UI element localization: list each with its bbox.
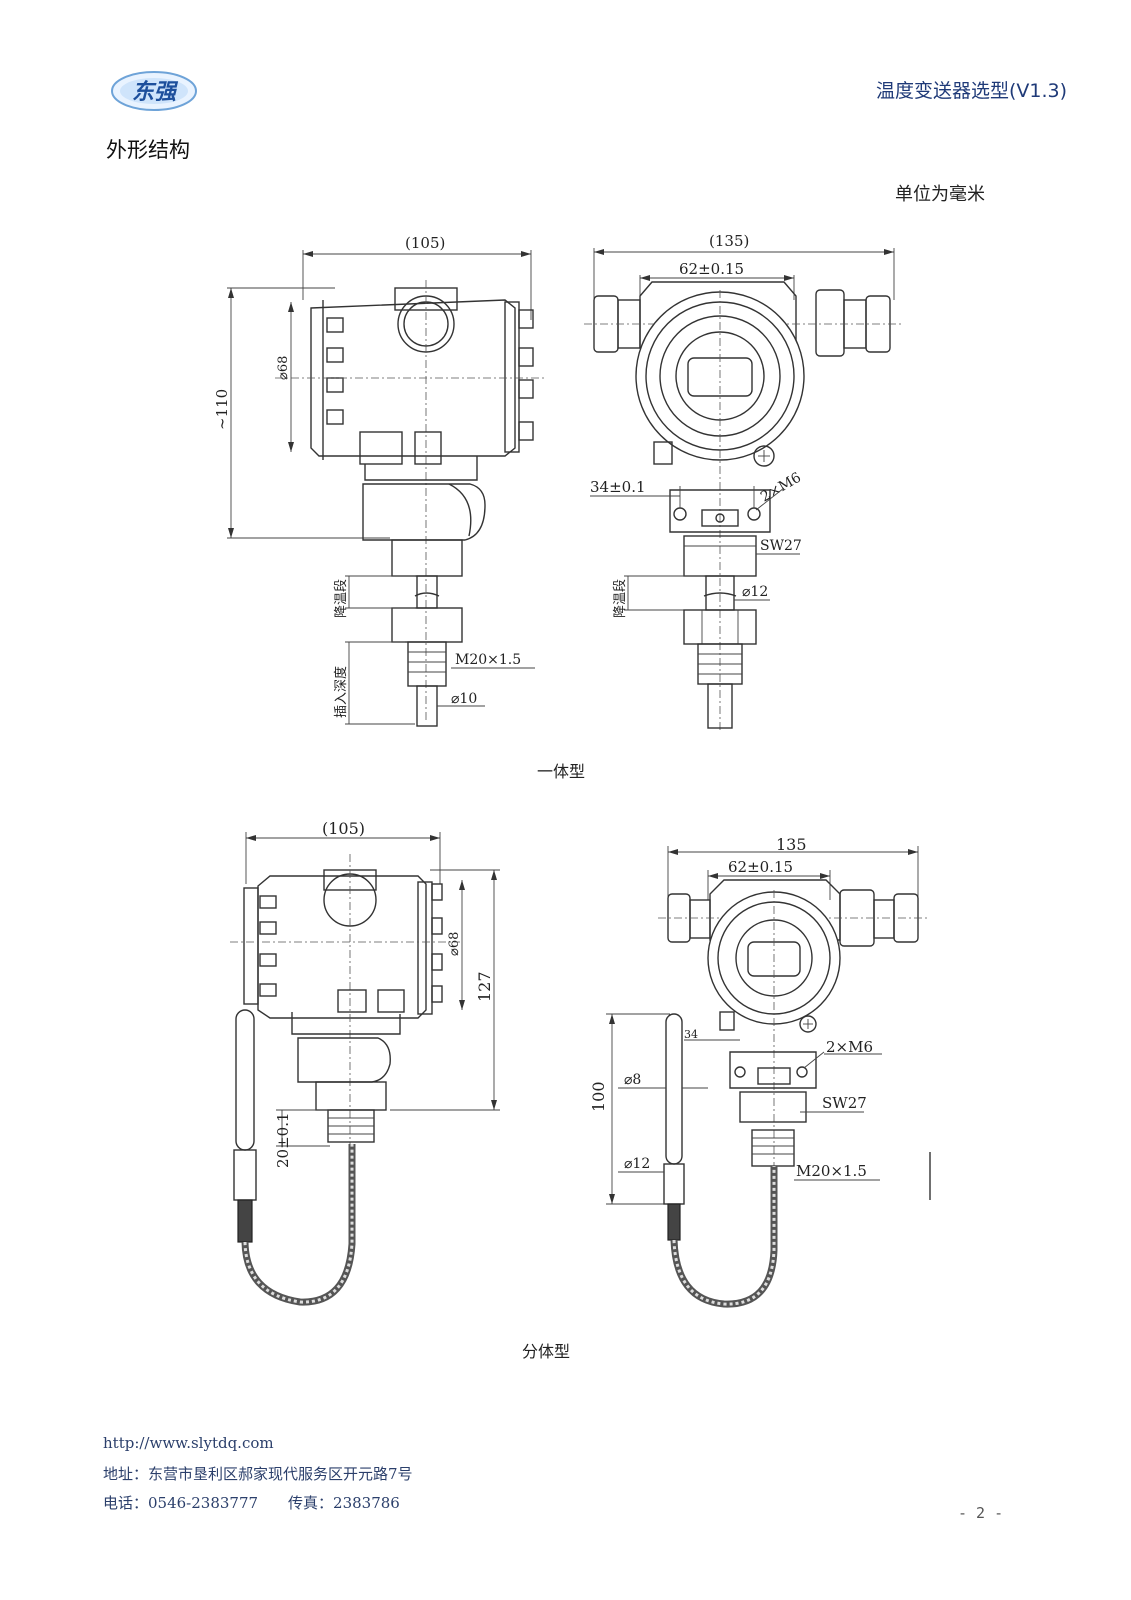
width-dim-label: (105)	[405, 234, 445, 252]
footer-url[interactable]: http://www.slytdq.com	[103, 1434, 274, 1452]
footer-address: 地址：东营市垦利区郝家现代服务区开元路7号	[103, 1465, 413, 1483]
screw-label: 2×M6	[758, 470, 804, 506]
integrated-side-view: (105) ~110 ⌀68	[215, 230, 555, 740]
height-dim-label: 127	[475, 971, 494, 1002]
thread-label: M20×1.5	[796, 1162, 867, 1180]
company-logo: 东强	[110, 68, 198, 114]
rod-dia-label: ⌀10	[451, 691, 477, 707]
thread-label: M20×1.5	[455, 652, 521, 668]
probe-tip-dia-label: ⌀8	[624, 1072, 641, 1088]
document-title: 温度变送器选型(V1.3)	[875, 80, 1067, 102]
cooling-section-label: 降温段	[613, 579, 628, 618]
integrated-front-view: (135) 62±0.15 34±0.1	[584, 230, 914, 740]
probe-length-label: 100	[589, 1081, 608, 1112]
mount-spacing-label: 34	[684, 1028, 698, 1041]
split-front-view: 135 62±0.15 34 2×M6	[588, 830, 948, 1320]
screw-label: 2×M6	[826, 1038, 873, 1056]
unit-note: 单位为毫米	[895, 184, 985, 205]
pipe-dia-label: ⌀12	[742, 584, 768, 600]
integrated-caption: 一体型	[537, 762, 586, 781]
split-caption: 分体型	[522, 1342, 571, 1361]
hex-label: SW27	[822, 1094, 867, 1112]
hole-spacing-label: 62±0.15	[728, 858, 793, 876]
diameter-dim-label: ⌀68	[447, 932, 462, 956]
height-dim-label: ~110	[215, 389, 231, 430]
probe-body-dia-label: ⌀12	[624, 1156, 650, 1172]
diameter-dim-label: ⌀68	[276, 356, 291, 380]
split-side-view: (105) 127 ⌀68	[230, 814, 520, 1314]
section-title: 外形结构	[106, 138, 190, 162]
width-dim-label: (105)	[322, 819, 365, 838]
width-dim-label: (135)	[709, 232, 749, 250]
hole-spacing-label: 62±0.15	[679, 260, 744, 278]
insert-depth-label: 插入深度	[333, 666, 349, 718]
hex-label: SW27	[760, 538, 802, 554]
page-number: - 2 -	[958, 1504, 1004, 1522]
logo-text: 东强	[132, 79, 179, 105]
footer-phone: 电话：0546-2383777 传真：2383786	[103, 1494, 400, 1512]
offset-dim-label: 20±0.1	[274, 1112, 292, 1168]
width-dim-label: 135	[776, 835, 807, 854]
cooling-section-label: 降温段	[334, 579, 349, 618]
mount-spacing-label: 34±0.1	[590, 478, 646, 496]
